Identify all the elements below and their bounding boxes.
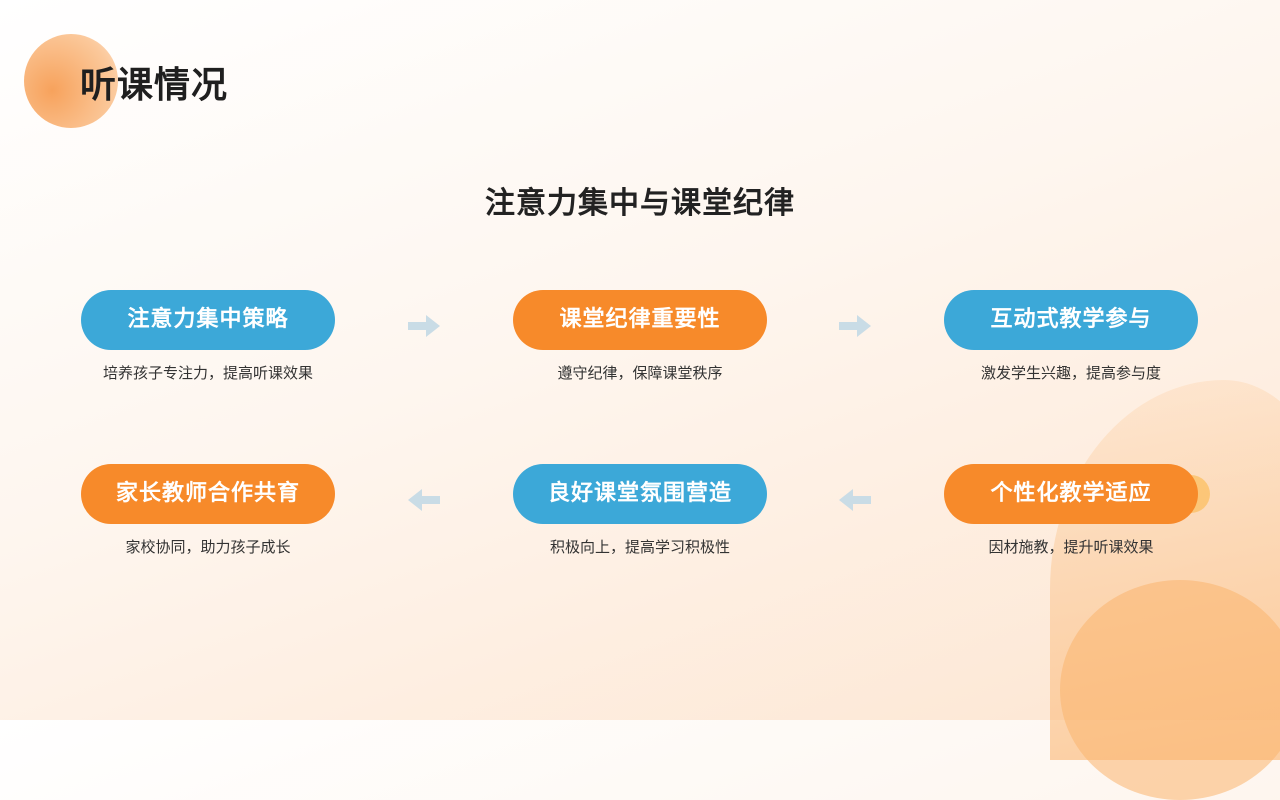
step-classroom-atmosphere: 良好课堂氛围营造 积极向上，提高学习积极性 [513, 464, 767, 557]
step-attention-strategy: 注意力集中策略 培养孩子专注力，提高听课效果 [81, 290, 335, 383]
step-label: 良好课堂氛围营造 [513, 464, 767, 524]
step-description: 积极向上，提高学习积极性 [549, 538, 730, 556]
step-label: 注意力集中策略 [81, 290, 335, 350]
arrow-right-icon [839, 315, 871, 337]
step-label-text: 个性化教学适应 [990, 481, 1152, 506]
step-description: 因材施教，提升听课效果 [988, 538, 1154, 556]
step-description: 培养孩子专注力，提高听课效果 [102, 364, 313, 382]
page-title: 听课情况 [80, 65, 229, 106]
step-label: 互动式教学参与 [944, 290, 1198, 350]
step-personalized-teaching: 个性化教学适应 因材施教，提升听课效果 [944, 464, 1210, 557]
step-description: 遵守纪律，保障课堂秩序 [557, 364, 723, 382]
arrow-left-icon [839, 489, 871, 511]
section-title: 注意力集中与课堂纪律 [485, 186, 795, 221]
decorative-blob-lower [1060, 580, 1280, 800]
step-interactive-teaching: 互动式教学参与 激发学生兴趣，提高参与度 [944, 290, 1198, 383]
step-label: 课堂纪律重要性 [513, 290, 767, 350]
step-label: 个性化教学适应 [944, 464, 1210, 524]
step-description: 激发学生兴趣，提高参与度 [980, 364, 1161, 382]
step-home-school-cooperation: 家长教师合作共育 家校协同，助力孩子成长 [81, 464, 335, 557]
arrow-left-icon [408, 489, 440, 511]
step-discipline-importance: 课堂纪律重要性 遵守纪律，保障课堂秩序 [513, 290, 767, 383]
step-description: 家校协同，助力孩子成长 [125, 538, 291, 556]
decorative-circle [24, 34, 118, 128]
step-label: 家长教师合作共育 [81, 464, 335, 524]
arrow-right-icon [408, 315, 440, 337]
